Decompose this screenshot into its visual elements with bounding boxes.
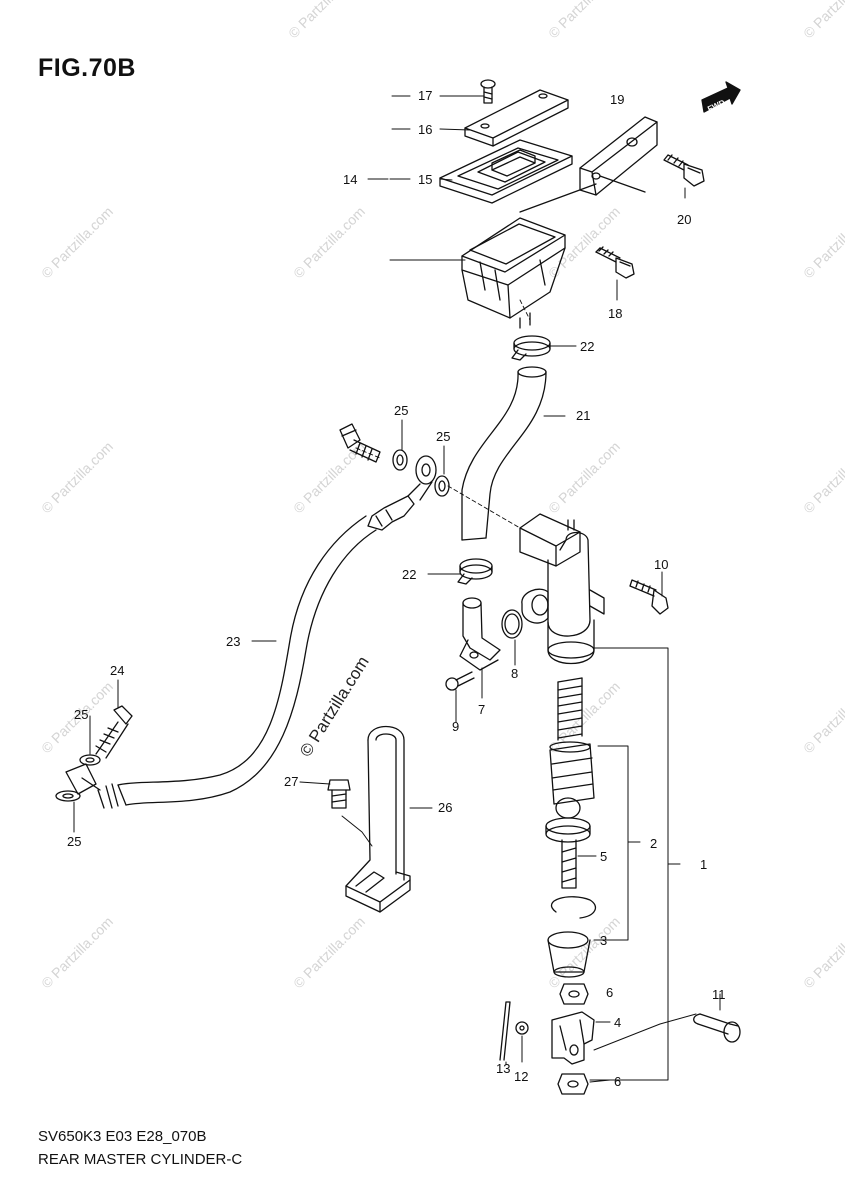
cotter-pin-13 — [499, 1001, 511, 1061]
banjo-fitting — [407, 455, 437, 501]
callout-4: 4 — [614, 1015, 621, 1030]
callout-16: 16 — [418, 122, 432, 137]
nut-6-lower — [557, 1073, 589, 1095]
callout-17: 17 — [418, 88, 432, 103]
union-bolt-24 — [95, 705, 133, 759]
washer-25-left-bottom — [55, 790, 81, 802]
washer-25-top — [392, 449, 408, 471]
callout-15: 15 — [418, 172, 432, 187]
callout-12: 12 — [514, 1069, 528, 1084]
footer-section-title: REAR MASTER CYLINDER-C — [38, 1151, 243, 1168]
screw-17 — [480, 79, 496, 104]
callout-3: 3 — [600, 933, 607, 948]
washer-25-left-top — [79, 754, 101, 766]
leader-lines — [73, 95, 721, 1083]
figure-title: FIG.70B — [38, 54, 136, 82]
dust-boot-3 — [547, 931, 591, 978]
callout-1: 1 — [700, 857, 707, 872]
callout-labels: 17 16 19 14 15 20 18 22 25 21 25 22 10 2… — [67, 88, 726, 1089]
callout-8: 8 — [511, 666, 518, 681]
brake-hose-23 — [97, 495, 415, 809]
callout-7: 7 — [478, 702, 485, 717]
callout-14: 14 — [343, 172, 357, 187]
reservoir-cap-16 — [464, 89, 569, 147]
circlip — [550, 896, 597, 919]
spring — [557, 677, 583, 741]
union-bolt-top — [339, 423, 381, 463]
bolt-20 — [663, 154, 705, 187]
banjo-fitting-bottom — [65, 763, 101, 795]
master-cylinder-body — [519, 513, 605, 665]
callout-19: 19 — [610, 92, 624, 107]
reservoir-hose-21 — [461, 366, 547, 541]
reservoir-body — [461, 217, 566, 329]
assembly-dashed-lines — [355, 299, 531, 529]
callout-26: 26 — [438, 800, 452, 815]
washer-25-mid — [434, 475, 450, 497]
push-rod-5 — [545, 797, 591, 889]
clevis-pin-11 — [693, 1013, 741, 1043]
hose-clamp-22-top — [511, 335, 551, 361]
callout-9: 9 — [452, 719, 459, 734]
callout-25-left-top: 25 — [74, 707, 88, 722]
callout-6-upper: 6 — [606, 985, 613, 1000]
washer-12 — [515, 1021, 529, 1035]
callout-13: 13 — [496, 1061, 510, 1076]
clevis-4 — [551, 1011, 595, 1065]
callout-24: 24 — [110, 663, 124, 678]
diaphragm-15 — [439, 139, 573, 204]
hose-clamp-22-bottom — [457, 558, 493, 585]
callout-22-top: 22 — [580, 339, 594, 354]
callout-25-top: 25 — [394, 403, 408, 418]
callout-5: 5 — [600, 849, 607, 864]
piston-assembly-2 — [549, 741, 595, 805]
nut-6-upper — [559, 983, 589, 1005]
callout-22-bottom: 22 — [402, 567, 416, 582]
callout-18: 18 — [608, 306, 622, 321]
callout-25-mid: 25 — [436, 429, 450, 444]
o-ring-8 — [501, 609, 523, 639]
callout-21: 21 — [576, 408, 590, 423]
callout-27: 27 — [284, 774, 298, 789]
bolt-18 — [595, 246, 635, 279]
inlet-elbow-7 — [459, 597, 501, 671]
callout-23: 23 — [226, 634, 240, 649]
bracket-19 — [519, 116, 658, 213]
callout-6-lower: 6 — [614, 1074, 621, 1089]
bolt-27 — [327, 779, 351, 809]
bolt-10 — [629, 579, 669, 615]
callout-2: 2 — [650, 836, 657, 851]
callout-10: 10 — [654, 557, 668, 572]
screw-9 — [445, 671, 475, 691]
hose-guide-26 — [345, 726, 411, 913]
footer-model-code: SV650K3 E03 E28_070B — [38, 1128, 207, 1145]
forward-arrow-icon — [701, 81, 741, 113]
callout-11: 11 — [712, 987, 726, 1002]
callout-20: 20 — [677, 212, 691, 227]
callout-25-left-bottom: 25 — [67, 834, 81, 849]
